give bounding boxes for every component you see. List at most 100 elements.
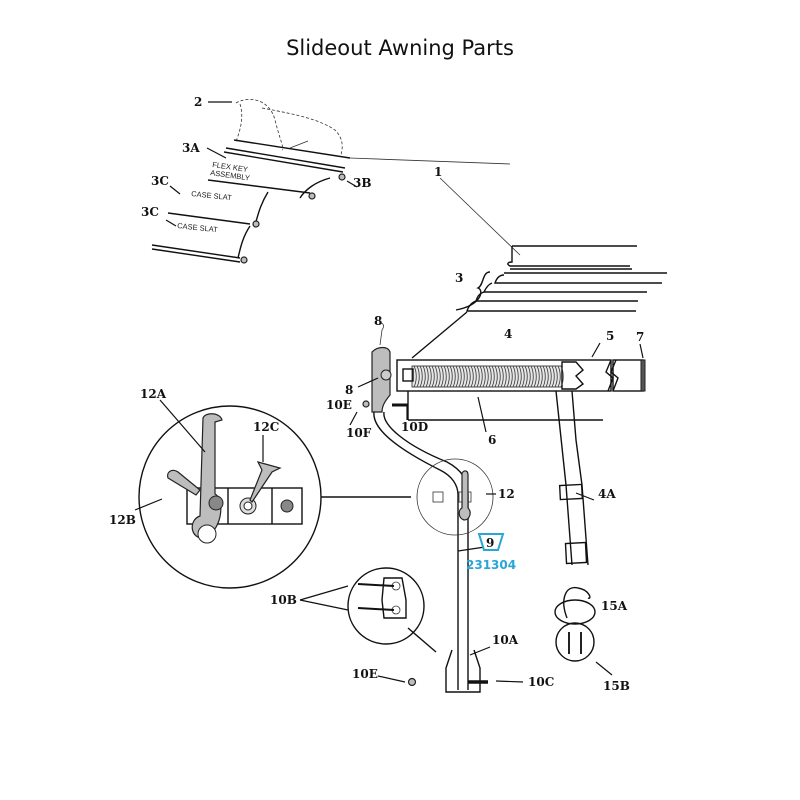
spring-coil bbox=[440, 365, 444, 388]
callout-15a: 15A bbox=[601, 599, 628, 613]
roller-tube bbox=[396, 359, 646, 392]
spring-coil bbox=[521, 365, 525, 388]
callout-6: 6 bbox=[488, 433, 496, 447]
callout-3a: 3A bbox=[182, 141, 200, 155]
spring-coil bbox=[491, 365, 495, 388]
callout-4: 4 bbox=[504, 327, 512, 341]
callout-10a: 10A bbox=[492, 633, 519, 647]
spring-coil bbox=[542, 365, 546, 388]
spring-coil bbox=[506, 365, 510, 388]
callout-1: 1 bbox=[434, 165, 442, 179]
spring-coil bbox=[485, 365, 489, 388]
spring-coil bbox=[551, 365, 555, 388]
spring-coil bbox=[467, 365, 471, 388]
spring-coil bbox=[536, 365, 540, 388]
support-leg bbox=[555, 390, 589, 566]
spring-coil bbox=[425, 365, 429, 388]
box-edge bbox=[411, 311, 468, 359]
spring-coil bbox=[458, 365, 462, 388]
spring-coil bbox=[524, 365, 528, 388]
spring-coil bbox=[479, 365, 483, 388]
hook-15b bbox=[555, 622, 595, 662]
spring-coil bbox=[449, 365, 453, 388]
spring-coil bbox=[512, 365, 516, 388]
spring-coil bbox=[470, 365, 474, 388]
spring-coil bbox=[431, 365, 435, 388]
callout-12a: 12A bbox=[140, 387, 167, 401]
case-slat-label-2: CASE SLAT bbox=[177, 221, 219, 234]
callout-8-top: 8 bbox=[374, 314, 382, 328]
case-slat-label-1: CASE SLAT bbox=[191, 189, 233, 202]
spring-coil bbox=[554, 365, 558, 388]
callout-8-side: 8 bbox=[345, 383, 353, 397]
callout-15b: 15B bbox=[603, 679, 630, 693]
main-arm bbox=[373, 411, 481, 693]
arm-bracket bbox=[371, 323, 392, 413]
callout-3b: 3B bbox=[353, 176, 372, 190]
spring-coil bbox=[518, 365, 522, 388]
spring-coil bbox=[527, 365, 531, 388]
callout-10b: 10B bbox=[270, 593, 297, 607]
spring-coil bbox=[500, 365, 504, 388]
leader-arrows bbox=[134, 101, 644, 683]
callout-10e-top: 10E bbox=[326, 398, 352, 412]
spring-coil bbox=[452, 365, 456, 388]
spring-coil bbox=[446, 365, 450, 388]
spring-coil bbox=[497, 365, 501, 388]
spring-coil bbox=[509, 365, 513, 388]
spring-coil bbox=[548, 365, 552, 388]
callout-3c-1: 3C bbox=[151, 174, 169, 188]
callout-3: 3 bbox=[455, 271, 463, 285]
part-badge: 9 231304 bbox=[466, 533, 516, 572]
spring-coil bbox=[437, 365, 441, 388]
callout-4a: 4A bbox=[598, 487, 616, 501]
detail-circle-10b bbox=[347, 567, 437, 653]
spring-coil bbox=[530, 365, 534, 388]
spring-coil bbox=[515, 365, 519, 388]
callout-5: 5 bbox=[606, 329, 614, 343]
hook-15a bbox=[554, 586, 596, 625]
diagram-title: Slideout Awning Parts bbox=[286, 36, 514, 60]
spring-coil bbox=[461, 365, 465, 388]
leader-line-1 bbox=[439, 177, 521, 256]
nut-10e-bottom bbox=[407, 677, 417, 687]
callout-10d: 10D bbox=[401, 420, 428, 434]
spring-coil bbox=[533, 365, 537, 388]
spring-coil bbox=[413, 365, 417, 388]
detail-circle-12-small bbox=[416, 458, 494, 536]
detail-circle-12-large bbox=[138, 405, 411, 589]
callout-10f: 10F bbox=[346, 426, 372, 440]
spring-coil bbox=[422, 365, 426, 388]
flex-key-assembly-illustration bbox=[151, 99, 511, 264]
spring-coil bbox=[455, 365, 459, 388]
spring-coil bbox=[473, 365, 477, 388]
spring-coil bbox=[488, 365, 492, 388]
spring-coil bbox=[419, 365, 423, 388]
badge-trapezoid bbox=[477, 533, 505, 551]
spring-coil bbox=[557, 365, 561, 388]
spring-coil bbox=[476, 365, 480, 388]
callout-2: 2 bbox=[194, 95, 202, 109]
spring-coil bbox=[464, 365, 468, 388]
part-code: 231304 bbox=[466, 558, 516, 572]
spring-coil bbox=[434, 365, 438, 388]
callout-7: 7 bbox=[636, 330, 644, 344]
callout-10e-bottom: 10E bbox=[352, 667, 378, 681]
spring-coil bbox=[416, 365, 420, 388]
spring-coil bbox=[443, 365, 447, 388]
spring-coils bbox=[413, 365, 564, 388]
callout-12: 12 bbox=[498, 487, 515, 501]
spring-coil bbox=[482, 365, 486, 388]
nut-10e-top bbox=[362, 400, 370, 408]
spring-coil bbox=[428, 365, 432, 388]
awning-fabric-layers bbox=[455, 245, 667, 312]
spring-coil bbox=[560, 365, 564, 388]
spring-coil bbox=[503, 365, 507, 388]
callout-12c: 12C bbox=[253, 420, 279, 434]
callout-3c-2: 3C bbox=[141, 205, 159, 219]
spring-coil bbox=[545, 365, 549, 388]
spring-coil bbox=[494, 365, 498, 388]
badge-number: 9 bbox=[486, 536, 494, 550]
callout-12b: 12B bbox=[109, 513, 136, 527]
